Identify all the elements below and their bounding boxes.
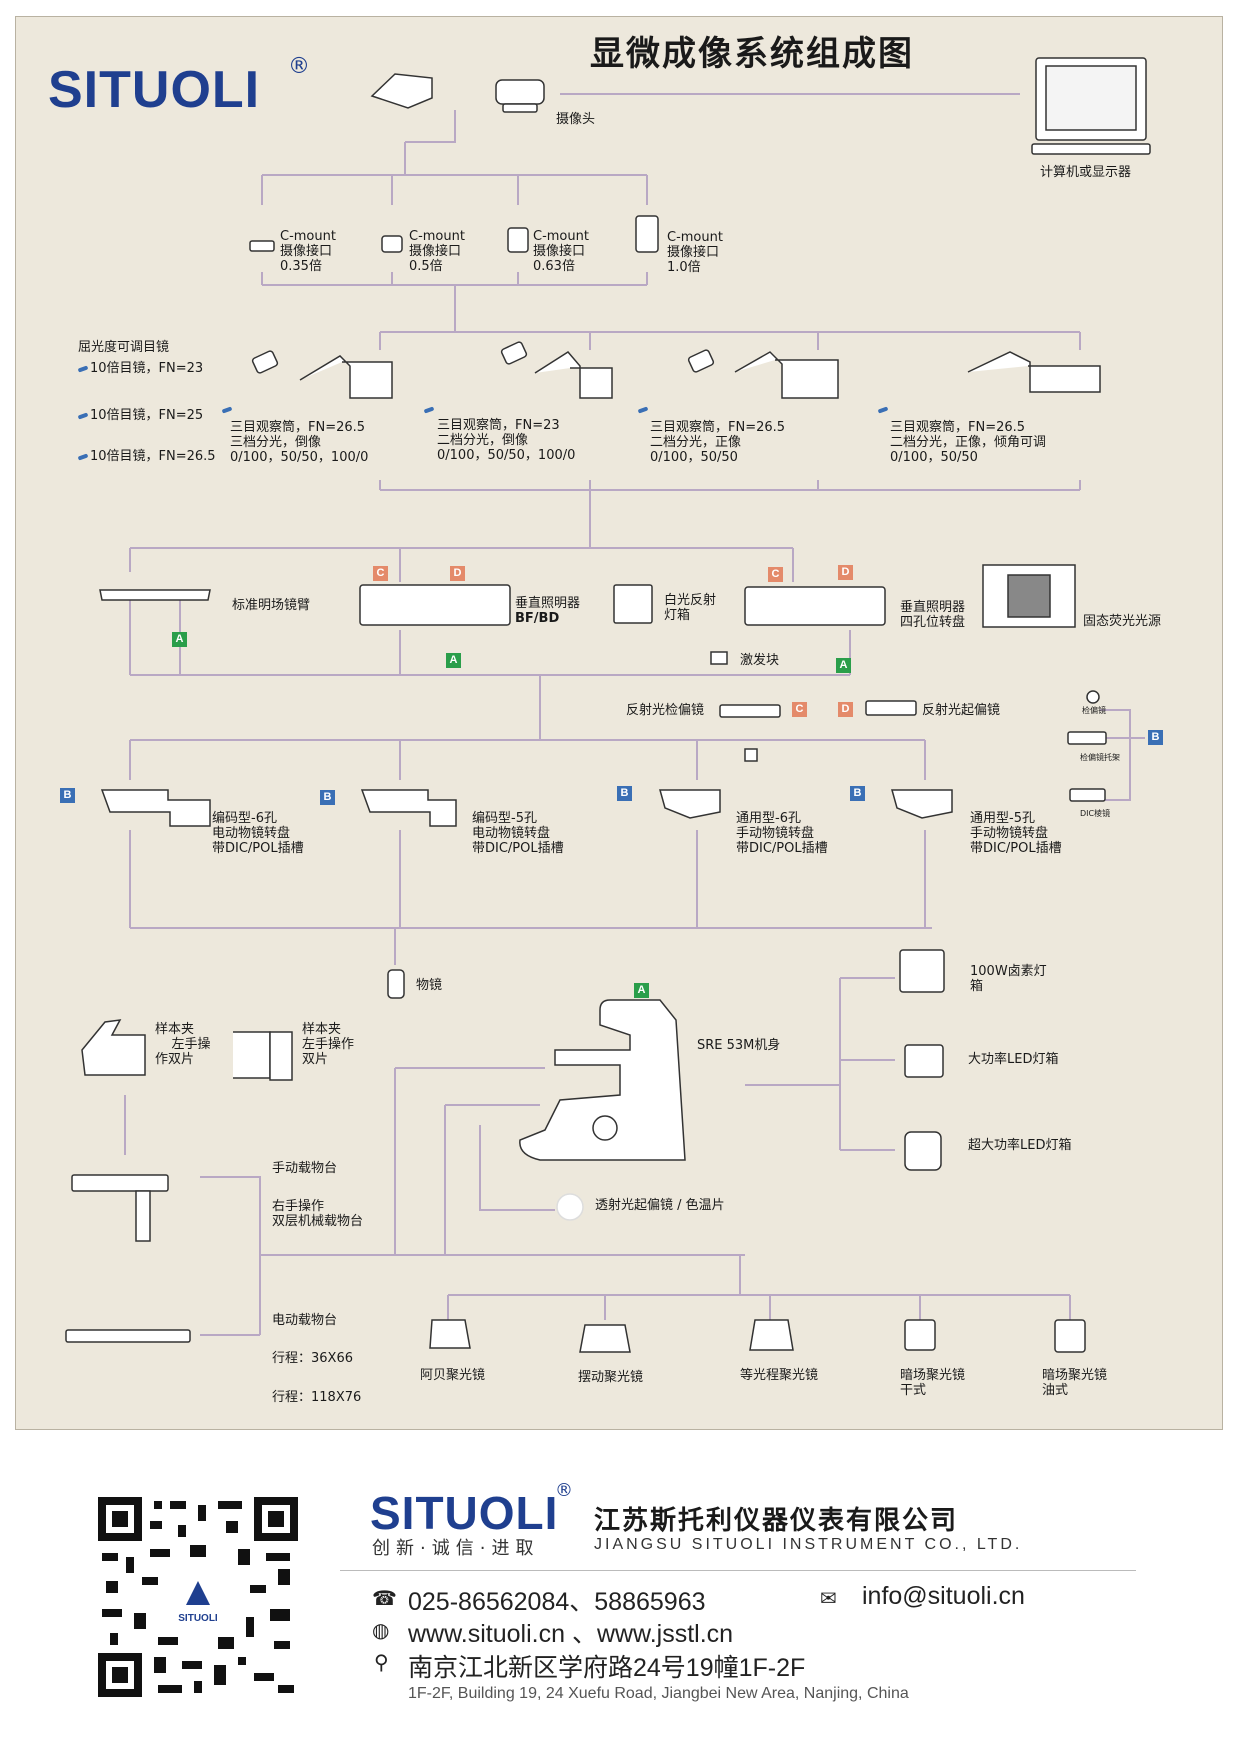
- tube-3: 三目观察筒，FN=26.5 二档分光，正像 0/100，50/50: [650, 420, 786, 465]
- dic-bot-label: DIC棱镜: [1080, 809, 1111, 818]
- diagram-panel: [15, 16, 1223, 1430]
- phone: 025-86562084、58865963: [408, 1588, 706, 1616]
- condenser-5: 暗场聚光镜 油式: [1042, 1368, 1108, 1398]
- eyepiece-3: 10倍目镜，FN=26.5: [90, 449, 216, 464]
- badge-a: A: [634, 983, 649, 998]
- condenser-1: 阿贝聚光镜: [420, 1368, 486, 1383]
- badge-b: B: [320, 790, 335, 805]
- trans-pol-label: 透射光起偏镜 / 色温片: [595, 1198, 725, 1213]
- tube-2: 三目观察筒，FN=23 二档分光，倒像 0/100，50/50，100/0: [437, 418, 576, 463]
- badge-b: B: [60, 788, 75, 803]
- location-icon: ⚲: [374, 1652, 389, 1674]
- travel-1: 行程：36X66: [272, 1351, 353, 1366]
- badge-a: A: [172, 632, 187, 647]
- badge-c: C: [373, 566, 388, 581]
- badge-d: D: [838, 565, 853, 580]
- website[interactable]: www.situoli.cn 、www.jsstl.cn: [408, 1620, 734, 1648]
- travel-2: 行程：118X76: [272, 1390, 362, 1405]
- badge-b: B: [850, 786, 865, 801]
- nosepiece-2: 编码型-5孔 电动物镜转盘 带DIC/POL插槽: [472, 811, 564, 856]
- mount-1: C-mount 摄像接口 0.35倍: [280, 229, 336, 274]
- badge-b: B: [1148, 730, 1163, 745]
- email[interactable]: info@situoli.cn: [862, 1582, 1025, 1610]
- right-stage-label: 右手操作 双层机械载物台: [272, 1199, 364, 1229]
- analyzer-label: 反射光检偏镜: [626, 703, 705, 718]
- body-label: SRE 53M机身: [697, 1038, 781, 1053]
- badge-b: B: [617, 786, 632, 801]
- qr-logo-text: SITUOLI: [178, 1613, 218, 1624]
- badge-c: C: [792, 702, 807, 717]
- company-name-en: JIANGSU SITUOLI INSTRUMENT CO., LTD.: [594, 1536, 1023, 1553]
- badge-a: A: [836, 658, 851, 673]
- badge-d: D: [450, 566, 465, 581]
- quad-label: 垂直照明器 四孔位转盘: [900, 600, 966, 630]
- eyepiece-2: 10倍目镜，FN=25: [90, 408, 204, 423]
- company-name: 江苏斯托利仪器仪表有限公司: [594, 1506, 959, 1536]
- address-en: 1F-2F, Building 19, 24 Xuefu Road, Jiang…: [408, 1685, 909, 1702]
- condenser-3: 等光程聚光镜: [740, 1368, 819, 1383]
- mount-4: C-mount 摄像接口 1.0倍: [667, 230, 723, 275]
- slogan: 创新·诚信·进取: [372, 1538, 540, 1559]
- manual-stage-label: 手动载物台: [272, 1161, 338, 1176]
- mount-3: C-mount 摄像接口 0.63倍: [533, 229, 589, 274]
- exciter-label: 激发块: [740, 653, 780, 668]
- lamp-1: 100W卤素灯 箱: [970, 964, 1047, 994]
- dic-mid-label: 检偏镜托架: [1080, 753, 1120, 762]
- whitebox-label: 白光反射 灯箱: [664, 593, 717, 623]
- holder-2: 样本夹 左手操作 双片: [302, 1022, 355, 1067]
- tube-4: 三目观察筒，FN=26.5 二档分光，正像，倾角可调 0/100，50/50: [890, 420, 1047, 465]
- footer-logo: SITUOLI: [370, 1487, 559, 1539]
- arm-label: 标准明场镜臂: [232, 598, 311, 613]
- led-label: 固态荧光光源: [1083, 614, 1162, 629]
- tube-1: 三目观察筒，FN=26.5 三档分光，倒像 0/100，50/50，100/0: [230, 420, 369, 465]
- address: 南京江北新区学府路24号19幢1F-2F: [408, 1654, 806, 1682]
- badge-c: C: [768, 567, 783, 582]
- motor-stage-label: 电动载物台: [272, 1313, 338, 1328]
- badge-a: A: [446, 653, 461, 668]
- brand-logo: SITUOLI: [48, 61, 261, 119]
- nosepiece-3: 通用型-6孔 手动物镜转盘 带DIC/POL插槽: [736, 811, 828, 856]
- computer-label: 计算机或显示器: [1040, 165, 1132, 180]
- holder-1: 样本夹 左手操 作双片: [155, 1022, 211, 1067]
- page-title: 显微成像系统组成图: [590, 34, 914, 74]
- qr-code: SITUOLI: [98, 1497, 298, 1697]
- eyepiece-heading: 屈光度可调目镜: [78, 340, 170, 355]
- nosepiece-4: 通用型-5孔 手动物镜转盘 带DIC/POL插槽: [970, 811, 1062, 856]
- email-icon: ✉: [820, 1588, 837, 1610]
- brand-reg-mark: ®: [288, 54, 310, 79]
- mount-2: C-mount 摄像接口 0.5倍: [409, 229, 465, 274]
- objective-label: 物镜: [416, 978, 443, 993]
- lamp-2: 大功率LED灯箱: [968, 1052, 1059, 1067]
- condenser-4: 暗场聚光镜 干式: [900, 1368, 966, 1398]
- phone-icon: ☎: [372, 1588, 397, 1610]
- lamp-3: 超大功率LED灯箱: [968, 1138, 1072, 1153]
- badge-d: D: [838, 702, 853, 717]
- eyepiece-1: 10倍目镜，FN=23: [90, 361, 204, 376]
- polarizer-label: 反射光起偏镜: [922, 703, 1001, 718]
- globe-icon: ◍: [372, 1620, 390, 1642]
- divider: [340, 1570, 1136, 1571]
- camera-label: 摄像头: [556, 112, 596, 127]
- nosepiece-1: 编码型-6孔 电动物镜转盘 带DIC/POL插槽: [212, 811, 304, 856]
- bfbd-label: 垂直照明器 BF/BD: [515, 596, 581, 626]
- dic-top-label: 检偏镜: [1082, 706, 1106, 715]
- footer-reg: ®: [555, 1480, 573, 1501]
- condenser-2: 摆动聚光镜: [578, 1370, 644, 1385]
